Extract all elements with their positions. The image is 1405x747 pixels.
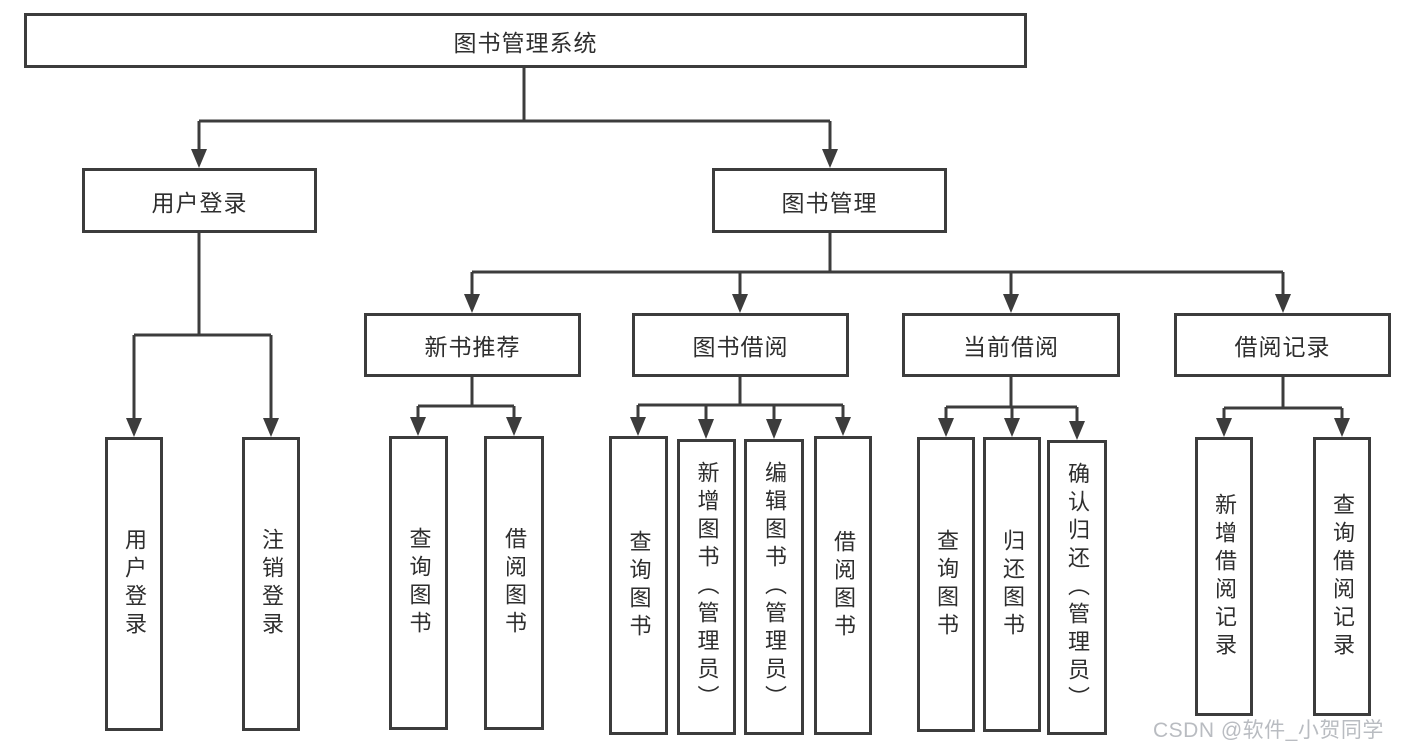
node-book-management-branch: 图书管理 — [712, 168, 947, 233]
node-borrowing-records: 借阅记录 — [1174, 313, 1391, 377]
leaf-query-books-current: 查询图书 — [917, 437, 975, 732]
leaf-confirm-return-admin: 确认归还（管理员） — [1047, 440, 1107, 735]
arrowhead-icon — [1275, 294, 1291, 313]
leaf-query-books-recommend: 查询图书 — [389, 436, 448, 730]
node-root: 图书管理系统 — [24, 13, 1027, 68]
csdn-watermark: CSDN @软件_小贺同学 — [1153, 719, 1384, 742]
arrowhead-icon — [938, 418, 954, 437]
arrowheads — [126, 149, 1350, 440]
arrowhead-icon — [126, 418, 142, 437]
arrowhead-icon — [630, 417, 646, 436]
arrowhead-icon — [1334, 418, 1350, 437]
node-book-borrowing: 图书借阅 — [632, 313, 849, 377]
arrowhead-icon — [410, 417, 426, 436]
connector-user-login-to-leaves — [132, 233, 273, 421]
leaf-add-books-admin: 新增图书（管理员） — [677, 439, 736, 735]
connector-borrowing-records-to-leaves — [1222, 377, 1344, 421]
node-user-login-branch: 用户登录 — [82, 168, 317, 233]
connector-book-borrowing-to-leaves — [636, 377, 845, 422]
arrowhead-icon — [464, 294, 480, 313]
arrowhead-icon — [835, 417, 851, 436]
connector-book-management-to-modules — [470, 233, 1285, 297]
arrowhead-icon — [191, 149, 207, 168]
connector-root-to-branches — [197, 68, 832, 152]
arrowhead-icon — [822, 149, 838, 168]
arrowhead-icon — [1003, 294, 1019, 313]
arrowhead-icon — [732, 294, 748, 313]
connector-current-borrowing-to-leaves — [944, 377, 1079, 424]
leaf-user-login: 用户登录 — [105, 437, 163, 731]
arrowhead-icon — [1004, 418, 1020, 437]
leaf-query-books-borrowing: 查询图书 — [609, 436, 668, 735]
arrowhead-icon — [506, 417, 522, 436]
leaf-edit-books-admin: 编辑图书（管理员） — [744, 439, 804, 735]
arrowhead-icon — [1069, 421, 1085, 440]
connector-new-book-recommend-to-leaves — [416, 377, 516, 420]
node-current-borrowing: 当前借阅 — [902, 313, 1120, 377]
leaf-logout: 注销登录 — [242, 437, 300, 731]
arrowhead-icon — [698, 419, 714, 439]
node-new-book-recommend: 新书推荐 — [364, 313, 581, 377]
leaf-borrow-books-borrowing: 借阅图书 — [814, 436, 872, 735]
leaf-add-borrow-record: 新增借阅记录 — [1195, 437, 1253, 716]
leaf-return-books: 归还图书 — [983, 437, 1041, 732]
arrowhead-icon — [1216, 418, 1232, 437]
leaf-query-borrow-record: 查询借阅记录 — [1313, 437, 1371, 716]
leaf-borrow-books-recommend: 借阅图书 — [484, 436, 544, 730]
arrowhead-icon — [766, 419, 782, 439]
arrowhead-icon — [263, 418, 279, 437]
